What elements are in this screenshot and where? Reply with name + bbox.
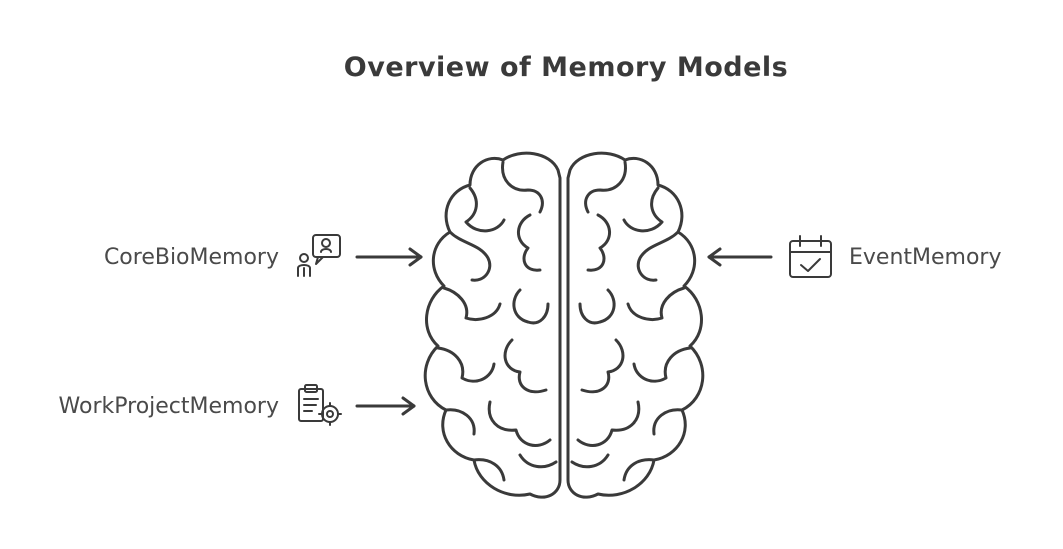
diagram-title: Overview of Memory Models [343, 52, 789, 83]
arrow-event [707, 247, 773, 267]
clipboard-gear-icon [298, 384, 342, 426]
calendar-check-icon [789, 235, 832, 278]
person-speech-bubble-icon [297, 234, 341, 277]
arrow-core-bio [355, 247, 423, 267]
brain-icon [423, 151, 705, 499]
work-project-memory-label: WorkProjectMemory [58, 394, 279, 419]
event-memory-label: EventMemory [849, 245, 1002, 270]
core-bio-memory-label: CoreBioMemory [103, 245, 279, 270]
arrow-work-project [355, 396, 416, 416]
